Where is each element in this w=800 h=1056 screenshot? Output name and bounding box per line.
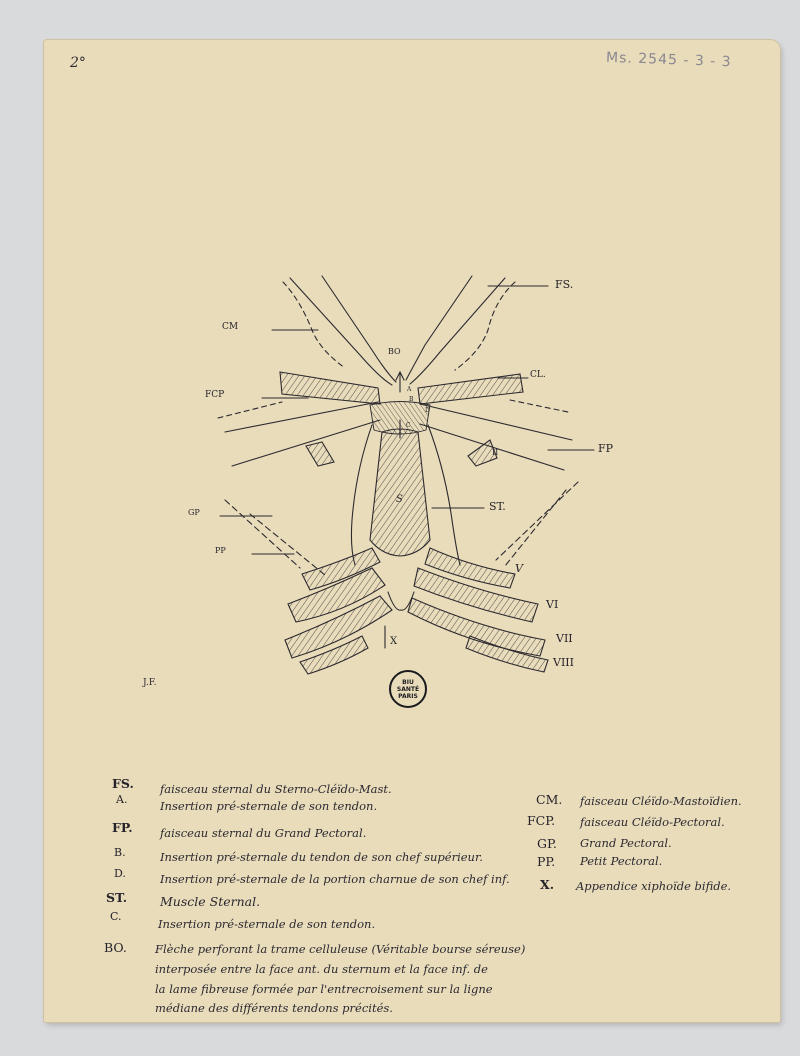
legend-abbr: BO. [104, 940, 127, 955]
legend-text: Insertion pré-sternale de son tendon. [158, 917, 376, 931]
label-b: B [409, 396, 414, 403]
dashed-right-lower [509, 399, 569, 413]
cleido-mastoid-dashed-right [454, 281, 516, 371]
label-vii: VII [556, 632, 573, 645]
label-vi: VI [546, 598, 559, 611]
rib-viii-right [465, 635, 549, 673]
legend-text: Grand Pectoral. [580, 836, 672, 850]
sternal-muscle-right-border [427, 424, 461, 566]
label-s: S [396, 494, 403, 505]
legend-text: Insertion pré-sternale du tendon de son … [160, 850, 483, 864]
sternal-bundle-right-inner [405, 275, 473, 381]
fp-band-right-top [419, 403, 573, 441]
rib-vii-left [284, 595, 393, 659]
legend-abbr: GP. [537, 836, 557, 851]
clavicle-right [417, 373, 524, 405]
legend-abbr: FCP. [527, 813, 556, 828]
legend-abbr: FS. [112, 776, 134, 791]
sternal-bundle-left [289, 277, 393, 386]
legend-text: Appendice xiphoïde bifide. [576, 879, 732, 893]
artist-initials: J.F. [143, 678, 157, 688]
label-c: C [406, 422, 411, 429]
legend-abbr: CM. [536, 792, 563, 807]
stamp-line-3: PARIS [398, 692, 418, 700]
stamp-line-1: BIU [402, 678, 414, 686]
dashed-left-lower [217, 401, 283, 419]
label-cm: CM [222, 322, 239, 332]
stamp-line-2: SANTÉ [396, 685, 420, 693]
label-gp: GP [188, 508, 200, 517]
legend-text: faisceau Cléïdo-Pectoral. [580, 815, 725, 829]
legend-abbr: C. [110, 910, 122, 923]
rib-vi-left [287, 567, 386, 623]
grand-pectoral-dashed [224, 499, 301, 569]
legend-bo-line: interposée entre la face ant. du sternum… [155, 962, 488, 976]
label-v: V [515, 562, 523, 575]
label-pp: PP [215, 546, 226, 555]
label-x: X [390, 636, 398, 647]
right-dashed-inner [504, 489, 567, 567]
clavicle-left [279, 371, 381, 405]
legend-text: faisceau sternal du Grand Pectoral. [160, 826, 367, 840]
cleido-mastoid-dashed-left [282, 281, 346, 369]
label-fcp: FCP [205, 390, 225, 400]
legend-text: Petit Pectoral. [580, 854, 663, 868]
legend-abbr: PP. [537, 854, 556, 869]
legend-text: faisceau Cléïdo-Mastoïdien. [580, 794, 742, 808]
bo-arrow [395, 370, 405, 393]
legend-abbr: A. [116, 793, 128, 806]
sternum-body [369, 428, 431, 557]
label-ii: II [492, 448, 499, 457]
rib-viii-left [299, 635, 369, 675]
legend-bo-line: médiane des différents tendons précités. [155, 1001, 393, 1015]
rib-ii-left [305, 441, 335, 467]
legend-text: faisceau sternal du Sterno-Cléïdo-Mast. [160, 782, 392, 796]
rib-vii-right [407, 597, 546, 657]
fcp-band-left-bottom [231, 419, 381, 467]
legend-text: Muscle Sternal. [160, 894, 261, 909]
legend-text: Insertion pré-sternale de la portion cha… [160, 872, 510, 886]
label-st: ST. [489, 500, 506, 513]
legend-text: Flèche perforant la trame celluleuse (Vé… [155, 942, 526, 956]
legend-abbr: ST. [106, 890, 128, 905]
label-a: A [407, 386, 412, 393]
rib-v-right [424, 547, 516, 589]
label-cl: CL. [530, 370, 546, 380]
label-viii: VIII [553, 656, 574, 669]
library-stamp: BIU SANTÉ PARIS [389, 670, 427, 708]
legend-abbr: D. [114, 867, 126, 880]
sternal-muscle-left-border [350, 424, 373, 566]
sternal-bundle-right [409, 277, 506, 385]
rib-v-left [301, 547, 381, 591]
label-fs: FS. [555, 278, 574, 291]
label-bo: BO [388, 347, 401, 356]
legend-abbr: B. [114, 846, 126, 859]
rib-vi-right [413, 567, 539, 623]
sternal-bundle-left-inner [321, 275, 397, 383]
petit-pectoral-dashed [249, 513, 326, 576]
legend-abbr: X. [540, 877, 555, 892]
page-number: 2° [70, 55, 86, 71]
fcp-band-left-top [224, 401, 379, 433]
label-fp: FP [598, 442, 614, 455]
legend-abbr: FP. [112, 820, 133, 835]
legend-bo-line: la lame fibreuse formée par l'entrecrois… [155, 982, 493, 996]
right-dashed-outer [495, 481, 579, 561]
legend-text: Insertion pré-sternale de son tendon. [160, 799, 378, 813]
xiphoid [387, 591, 415, 611]
rib-ii-right [467, 439, 498, 467]
label-d: D [425, 407, 430, 414]
